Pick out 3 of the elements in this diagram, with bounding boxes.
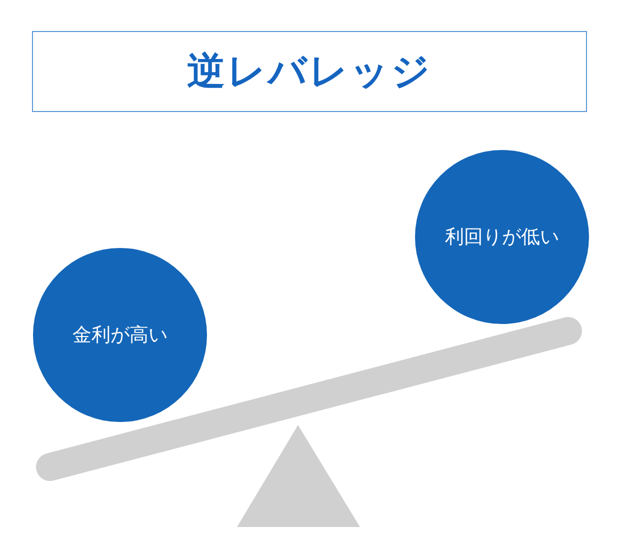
node-label: 利回りが低い (445, 225, 559, 250)
title: 逆レバレッジ (187, 48, 432, 95)
node-label: 金利が高い (72, 323, 168, 348)
